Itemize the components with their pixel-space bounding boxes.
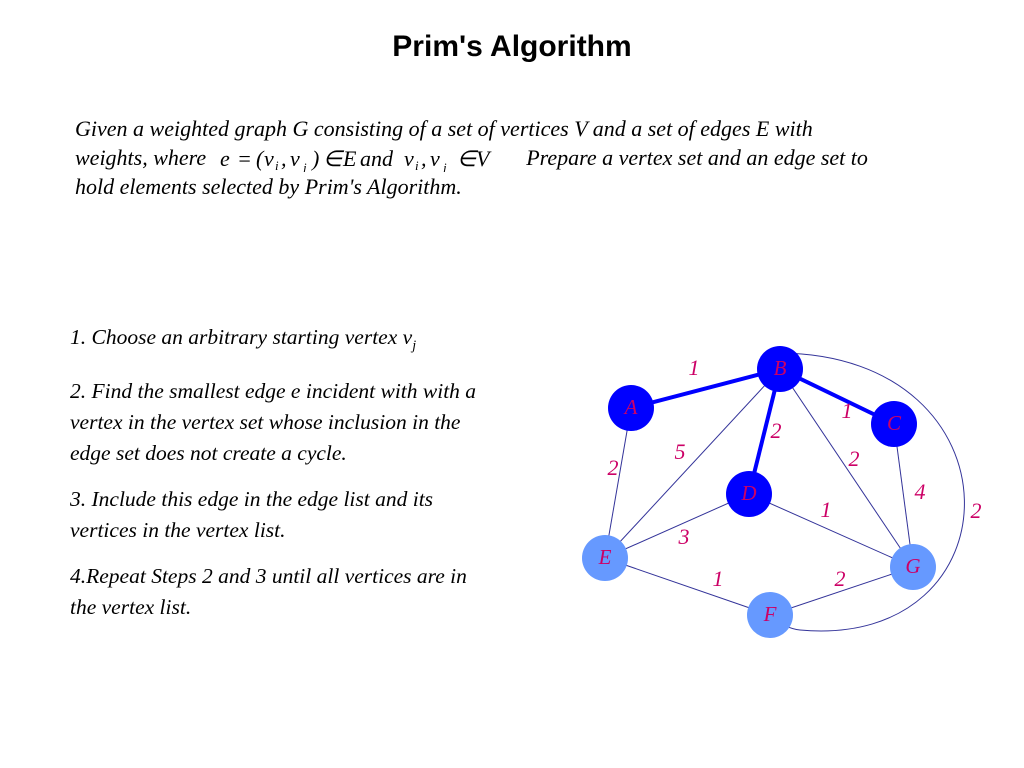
step-3: 3. Include this edge in the edge list an… xyxy=(70,484,570,546)
vertex-label-f: F xyxy=(763,602,777,626)
edge-weight-c-g: 4 xyxy=(915,479,926,504)
edge-d-g xyxy=(748,493,914,568)
vertex-label-b: B xyxy=(774,356,787,380)
edge-a-b xyxy=(630,367,781,410)
edge-weight-b-g: 2 xyxy=(849,446,860,471)
vertex-b xyxy=(757,346,803,392)
vertex-label-d: D xyxy=(740,481,756,505)
algorithm-steps: 1. Choose an arbitrary starting vertex v… xyxy=(70,322,570,638)
formula-element-of-2: ∈ xyxy=(457,146,479,171)
edge-weight-d-g: 1 xyxy=(821,497,832,522)
formula-v-4: v xyxy=(430,146,440,171)
edge-b-f xyxy=(769,352,965,632)
vertex-e xyxy=(582,535,628,581)
formula-comma-1: , xyxy=(281,146,287,171)
vertex-label-g: G xyxy=(905,554,920,578)
edge-b-g xyxy=(779,368,914,568)
edge-f-g xyxy=(769,566,914,616)
edge-b-e xyxy=(604,368,781,559)
intro-line-1: Given a weighted graph G consisting of a… xyxy=(75,116,813,141)
formula-sub-i-2: i xyxy=(415,158,419,172)
step-3-line-1: 3. Include this edge in the edge list an… xyxy=(70,487,434,512)
formula-v-3: v xyxy=(404,146,414,171)
edge-weight-a-b: 1 xyxy=(689,355,700,380)
edge-c-g xyxy=(893,423,914,568)
edges-layer xyxy=(604,352,965,632)
edge-formula: e = ( v i , v j ) ∈ E and v i , v j ∈ V xyxy=(220,146,520,172)
vertex-a xyxy=(608,385,654,431)
step-1-text: 1. Choose an arbitrary starting vertex v xyxy=(70,325,413,349)
step-1: 1. Choose an arbitrary starting vertex v… xyxy=(70,322,570,361)
step-4: 4.Repeat Steps 2 and 3 until all vertice… xyxy=(70,561,570,623)
intro-line-2: weights, where e = ( v i , v j ) ∈ E and… xyxy=(75,143,955,172)
step-2-line-1: 2. Find the smallest edge e incident wit… xyxy=(70,379,477,404)
formula-E: E xyxy=(342,146,357,171)
formula-element-of-1: ∈ xyxy=(323,146,345,171)
formula-open-paren: ( xyxy=(256,146,265,171)
edge-weight-b-f: 2 xyxy=(971,498,982,523)
vertices-layer: A B C D E F G xyxy=(582,346,936,638)
edge-weight-b-e: 5 xyxy=(675,439,686,464)
intro-line-2-suffix: Prepare a vertex set and an edge set to xyxy=(526,145,868,170)
step-2-line-3: edge set does not create a cycle. xyxy=(70,441,347,466)
formula-sub-j-1: j xyxy=(301,160,307,172)
edge-a-e xyxy=(604,407,632,559)
formula-e: e xyxy=(220,146,230,171)
formula-sub-j-2: j xyxy=(441,160,447,172)
step-4-line-2: the vertex list. xyxy=(70,595,192,620)
vertex-label-c: C xyxy=(887,411,902,435)
step-4-line-1: 4.Repeat Steps 2 and 3 until all vertice… xyxy=(70,564,467,589)
edge-weight-e-f: 1 xyxy=(713,566,724,591)
formula-V: V xyxy=(476,146,492,171)
formula-equals: = xyxy=(237,146,252,171)
formula-close-paren: ) xyxy=(310,146,319,171)
vertex-g xyxy=(890,544,936,590)
vertex-c xyxy=(871,401,917,447)
intro-line-3: hold elements selected by Prim's Algorit… xyxy=(75,174,462,199)
page-title: Prim's Algorithm xyxy=(392,30,632,63)
formula-sub-i-1: i xyxy=(275,158,279,172)
vertex-label-e: E xyxy=(598,545,612,569)
formula-v-2: v xyxy=(290,146,300,171)
edge-e-f xyxy=(604,557,771,616)
vertex-d xyxy=(726,471,772,517)
formula-and: and xyxy=(360,146,394,171)
edge-weight-a-e: 2 xyxy=(608,455,619,480)
step-2-line-2: vertex in the vertex set whose inclusion… xyxy=(70,410,461,435)
step-3-line-2: vertices in the vertex list. xyxy=(70,518,286,543)
intro-paragraph: Given a weighted graph G consisting of a… xyxy=(75,114,955,201)
edge-weight-b-c: 1 xyxy=(842,398,853,423)
vertex-f xyxy=(747,592,793,638)
edge-weight-b-d: 2 xyxy=(771,418,782,443)
step-1-subscript: j xyxy=(412,338,417,354)
intro-line-2-prefix: weights, where xyxy=(75,145,207,170)
formula-comma-2: , xyxy=(421,146,427,171)
edge-d-e xyxy=(604,493,750,559)
edge-weight-f-g: 2 xyxy=(835,566,846,591)
step-2: 2. Find the smallest edge e incident wit… xyxy=(70,376,570,469)
edge-weight-d-e: 3 xyxy=(678,524,690,549)
formula-v-1: v xyxy=(264,146,274,171)
vertex-label-a: A xyxy=(623,395,638,419)
